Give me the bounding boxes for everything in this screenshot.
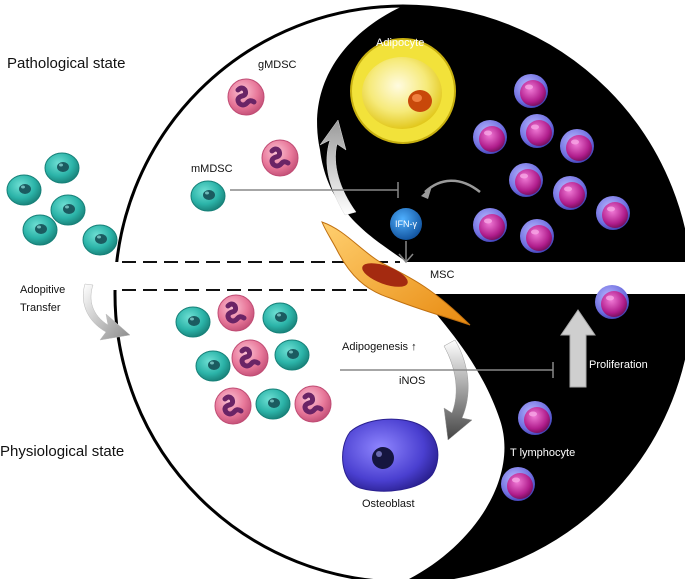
adipogenesis-label: Adipogenesis ↑ <box>342 341 417 353</box>
ifn-gamma-icon <box>390 208 422 240</box>
msc-label: MSC <box>430 269 455 281</box>
inhibition-arrow-icon <box>230 182 399 198</box>
mdsc-cell-icon <box>190 180 226 212</box>
inos-label: iNOS <box>399 375 426 387</box>
arrow-to-osteoblast <box>443 339 473 441</box>
ifn-gamma-label: IFN-γ <box>395 219 417 229</box>
pathological-state-label: Pathological state <box>7 55 126 72</box>
adipocyte-icon <box>350 38 456 144</box>
adoptive-transfer-arrow <box>82 283 131 341</box>
mdsc-cell-group-left <box>6 152 118 256</box>
t-lymphocyte-label: T lymphocyte <box>510 447 576 459</box>
adipocyte-label: Adipocyte <box>376 37 425 49</box>
adoptive-transfer-label-line2: Transfer <box>20 302 61 314</box>
physiological-state-label: Physiological state <box>0 443 125 460</box>
inos-inhibition-line <box>340 362 554 378</box>
arrow-to-adipocyte <box>319 119 357 216</box>
proliferation-label: Proliferation <box>589 359 648 371</box>
msc-cell-icon <box>321 221 471 326</box>
osteoblast-icon <box>342 418 439 492</box>
mmdsc-label: mMDSC <box>191 163 233 175</box>
proliferation-arrow <box>560 309 596 388</box>
adoptive-transfer-label-line1: Adopitive <box>20 284 66 296</box>
gmdsc-label: gMDSC <box>258 59 297 71</box>
osteoblast-label: Osteoblast <box>362 498 415 510</box>
